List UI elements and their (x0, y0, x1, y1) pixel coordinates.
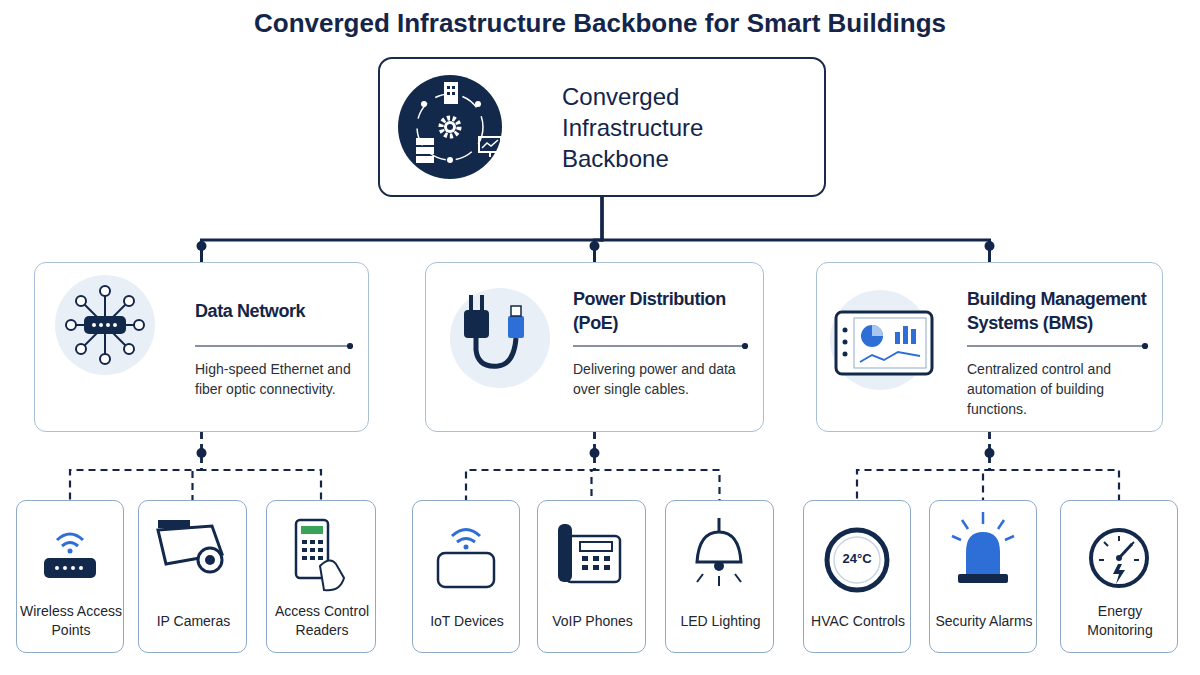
category-box: Data NetworkHigh-speed Ethernet and fibe… (34, 262, 369, 432)
device-connector (990, 432, 1120, 500)
device-box: VoIP Phones (537, 500, 646, 653)
node-heading: Wireless Access Points (20, 599, 122, 643)
node-body: Delivering power and data over single ca… (573, 359, 751, 399)
device-box: IoT Devices (412, 500, 520, 653)
node-heading: Converged Infrastructure Backbone (562, 79, 812, 175)
device-box: Wireless Access Points (16, 500, 124, 653)
backbone-connector (202, 197, 603, 262)
node-heading: IoT Devices (416, 599, 518, 643)
node-body: High-speed Ethernet and fiber optic conn… (195, 359, 360, 399)
junction-dots (985, 241, 995, 251)
node-heading: Power Distribution (PoE) (573, 281, 759, 341)
category-box: Power Distribution (PoE) Delivering power… (425, 262, 764, 432)
root-box: Converged Infrastructure Backbone (378, 57, 826, 197)
device-box: LED Lighting (665, 500, 774, 653)
junction-dots (590, 448, 600, 458)
thermostat-reading: 24°C (836, 551, 878, 566)
node-heading: Data Network (195, 281, 364, 341)
node-heading: Security Alarms (933, 599, 1035, 643)
junction-dots (197, 241, 207, 251)
device-connector (466, 432, 595, 500)
backbone-connector (602, 197, 990, 262)
node-heading: LED Lighting (669, 599, 772, 643)
node-heading: HVAC Controls (807, 599, 909, 643)
device-box: Energy Monitoring (1060, 500, 1178, 653)
device-box: Security Alarms (929, 500, 1037, 653)
node-heading: IP Cameras (142, 599, 245, 643)
device-connector (70, 432, 202, 500)
device-connector (857, 432, 990, 500)
device-box: Access Control Readers (266, 500, 376, 653)
junction-dots (590, 241, 600, 251)
node-heading: VoIP Phones (541, 599, 644, 643)
device-box: HVAC Controls (803, 500, 911, 653)
junction-dots (985, 448, 995, 458)
node-heading: Building Management Systems (BMS) (967, 281, 1158, 341)
device-connector (202, 432, 322, 500)
node-heading: Access Control Readers (270, 599, 374, 643)
device-connector (983, 432, 990, 500)
device-box: IP Cameras (138, 500, 247, 653)
device-connector (595, 432, 720, 500)
junction-dots (197, 448, 207, 458)
node-body: Centralized control and automation of bu… (967, 359, 1137, 419)
device-connector (193, 432, 202, 500)
diagram-title: Converged Infrastructure Backbone for Sm… (0, 8, 1200, 39)
device-connector (592, 432, 595, 500)
category-box: Building Management Systems (BMS) Central… (816, 262, 1163, 432)
node-heading: Energy Monitoring (1064, 599, 1176, 643)
